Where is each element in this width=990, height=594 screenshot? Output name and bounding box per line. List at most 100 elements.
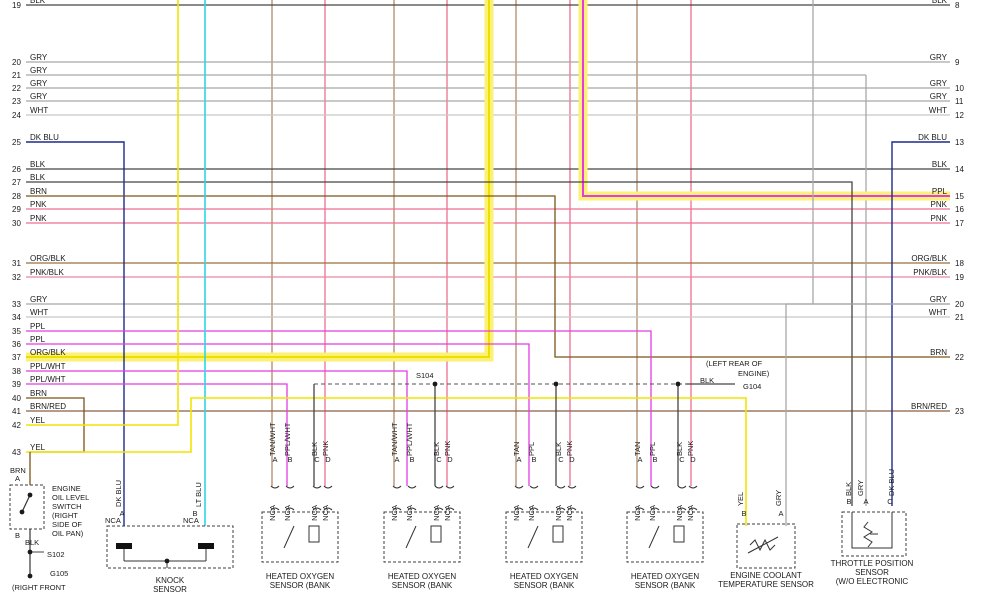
tps-pin-a: A — [863, 497, 868, 506]
left-wire-label-24: WHT — [30, 106, 48, 115]
left-wire-label-30: PNK — [30, 214, 47, 223]
right-pin-8: 8 — [955, 1, 960, 10]
ho2s2-name-2: SENSOR (BANK — [392, 581, 453, 590]
right-pin-17: 17 — [955, 219, 964, 228]
wire-org-blk-37 — [26, 0, 490, 358]
right-wire-label-9: GRY — [930, 53, 948, 62]
left-pin-28: 28 — [12, 192, 21, 201]
right-wire-label-21: WHT — [929, 308, 947, 317]
right-wire-label-18: ORG/BLK — [911, 254, 947, 263]
left-pin-24: 24 — [12, 111, 21, 120]
oil-switch-contact-2 — [27, 492, 33, 498]
knock-wire-b: LT BLU — [194, 482, 203, 507]
left-pin-20: 20 — [12, 58, 21, 67]
ho2s1-pin-B: B — [287, 455, 292, 464]
splice-s104-b — [553, 381, 559, 387]
left-wire-label-43: YEL — [30, 443, 46, 452]
ho2s3-wire-C: BLK — [554, 442, 563, 456]
right-wire-label-14: BLK — [932, 160, 948, 169]
left-wire-label-40: BRN — [30, 389, 47, 398]
right-wire-label-22: BRN — [930, 348, 947, 357]
left-pin-42: 42 — [12, 421, 21, 430]
left-wire-label-23: GRY — [30, 92, 48, 101]
ho2s1-name-1: HEATED OXYGEN — [266, 572, 335, 581]
ho2s1-nca-D: NCA — [321, 505, 330, 521]
left-pin-30: 30 — [12, 219, 21, 228]
right-pin-15: 15 — [955, 192, 964, 201]
left-pin-34: 34 — [12, 313, 21, 322]
ho2s3-nca-D: NCA — [565, 505, 574, 521]
right-pin-23: 23 — [955, 407, 964, 416]
left-pin-22: 22 — [12, 84, 21, 93]
left-wire-label-19: BLK — [30, 0, 46, 5]
wire-brn-28 — [26, 195, 950, 358]
ho2s1-pin-D: D — [325, 455, 331, 464]
left-wire-label-25: DK BLU — [30, 133, 59, 142]
ho2s2-wire-B: PPL/WHT — [405, 422, 414, 456]
ho2s1-nca-B: NCA — [283, 505, 292, 521]
oil-switch-name-5: SIDE OF — [52, 520, 82, 529]
highlight-loop-right — [578, 0, 950, 201]
oil-switch-ground-location: (RIGHT FRONT — [12, 583, 66, 592]
left-wire-label-37: ORG/BLK — [30, 348, 66, 357]
left-pin-29: 29 — [12, 205, 21, 214]
ho2s3-name-2: SENSOR (BANK — [514, 581, 575, 590]
right-wire-label-23: BRN/RED — [911, 402, 947, 411]
right-pin-14: 14 — [955, 165, 964, 174]
left-pin-32: 32 — [12, 273, 21, 282]
oil-switch-name-6: OIL PAN) — [52, 529, 84, 538]
ho2s4-wire-D: PNK — [686, 441, 695, 456]
knock-wire-a: DK BLU — [114, 480, 123, 507]
left-pin-31: 31 — [12, 259, 21, 268]
ho2s4-name-2: SENSOR (BANK — [635, 581, 696, 590]
left-pin-43: 43 — [12, 448, 21, 457]
right-wire-label-19: PNK/BLK — [913, 268, 947, 277]
oil-switch-name-3: SWITCH — [52, 502, 82, 511]
ho2s3-wire-D: PNK — [565, 441, 574, 456]
left-pin-23: 23 — [12, 97, 21, 106]
oil-switch-name-4: (RIGHT — [52, 511, 78, 520]
knock-name-1: KNOCK — [156, 576, 185, 585]
ho2s4-pin-A: A — [637, 455, 642, 464]
ho2s2-wire-C: BLK — [432, 442, 441, 456]
ho2s3-nca-A: NCA — [512, 505, 521, 521]
right-pin-12: 12 — [955, 111, 964, 120]
ho2s2-nca-C: NCA — [432, 505, 441, 521]
oil-switch-wire-label: BRN — [10, 466, 26, 475]
left-wire-label-29: PNK — [30, 200, 47, 209]
right-wire-label-15: PPL — [932, 187, 948, 196]
oil-switch-splice-label: S102 — [47, 550, 65, 559]
knock-nca-a: NCA — [105, 516, 121, 525]
right-pin-18: 18 — [955, 259, 964, 268]
tps-pin-b: B — [846, 497, 851, 506]
wire-yel-43 — [26, 397, 747, 526]
left-wire-label-36: PPL — [30, 335, 46, 344]
knock-sensor: NCA NCA KNOCK SENSOR — [105, 516, 234, 594]
engine-oil-level-switch: BRN A B BLK S102 G105 (RIGHT FRONT ENGIN… — [9, 466, 89, 592]
ho2s3-pin-C: C — [558, 455, 564, 464]
left-pin-33: 33 — [12, 300, 21, 309]
right-pin-9: 9 — [955, 58, 960, 67]
wire-dk-blu-knock — [26, 141, 125, 526]
left-wire-label-42: YEL — [30, 416, 46, 425]
right-wire-label-10: GRY — [930, 79, 948, 88]
ho2s4-name-1: HEATED OXYGEN — [631, 572, 700, 581]
left-wire-label-22: GRY — [30, 79, 48, 88]
ho2s1-nca-A: NCA — [268, 505, 277, 521]
ground-g105 — [27, 573, 33, 579]
wire-dk-blu-tps — [891, 141, 950, 506]
oil-switch-name-2: OIL LEVEL — [52, 493, 89, 502]
knock-element-b — [198, 543, 214, 549]
ho2s4-nca-A: NCA — [633, 505, 642, 521]
ho2s1-wire-B: PPL/WHT — [283, 422, 292, 456]
wire-blk-tps — [26, 181, 853, 506]
ho2s3-nca-B: NCA — [527, 505, 536, 521]
left-pin-36: 36 — [12, 340, 21, 349]
ho2s1-wire-C: BLK — [310, 442, 319, 456]
